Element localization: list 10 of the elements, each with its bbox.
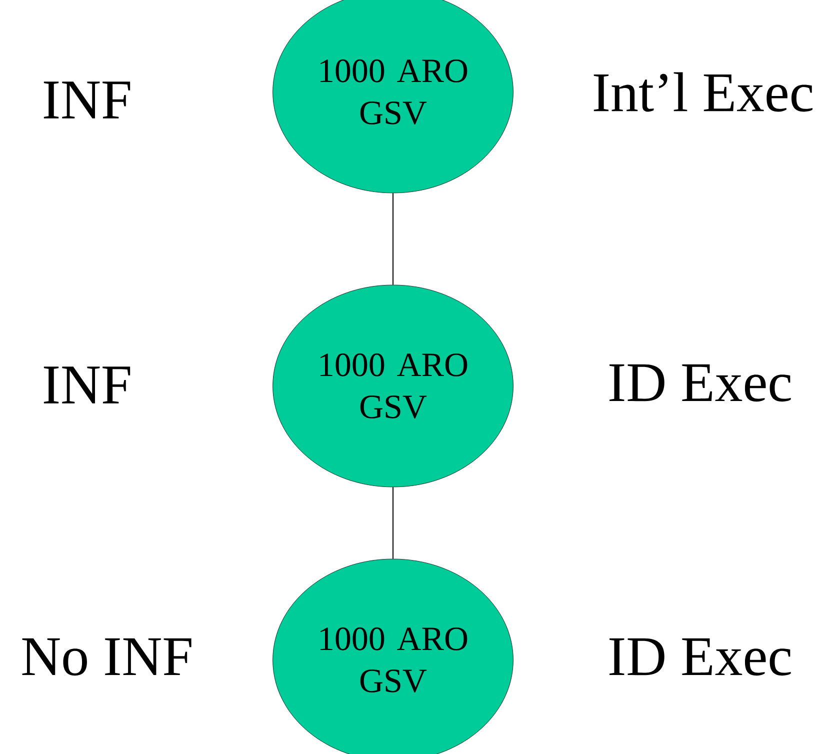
connector-line [392,192,394,286]
side-label: ID Exec [610,364,791,402]
side-label: No INF [22,638,192,676]
connector-line [392,486,394,560]
side-label: INF [44,366,130,404]
side-label: Int’l Exec [594,72,812,112]
side-label: ID Exec [610,638,791,676]
circle-node: 1000 ARO GSV [272,558,514,754]
side-label: INF [44,82,130,118]
circle-node: 1000 ARO GSV [272,284,514,488]
